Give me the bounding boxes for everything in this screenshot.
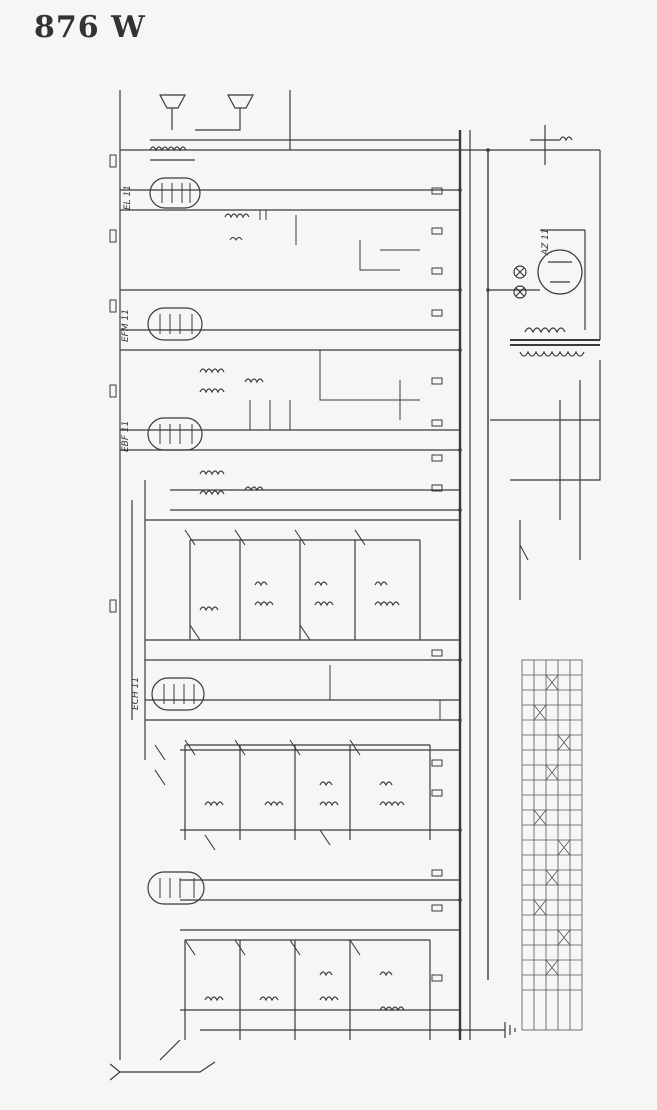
tube-rf <box>147 871 205 905</box>
tube-el11 <box>149 177 201 209</box>
page-title: 876 W <box>34 10 146 45</box>
tube-ech11 <box>151 677 205 711</box>
tube-label-ebf11: EBF 11 <box>121 421 131 452</box>
switch-position-table <box>521 659 583 1031</box>
input-band-coils <box>204 781 405 807</box>
tube-efm11 <box>147 307 203 341</box>
oscillator-band-coils <box>199 581 400 612</box>
coil-group-if2 <box>199 470 264 496</box>
tube-label-ech11: ECH 11 <box>131 677 141 710</box>
tube-az11 <box>537 249 583 295</box>
tube-ebf11 <box>147 417 203 451</box>
tube-label-az11: AZ 11 <box>541 228 551 256</box>
tube-label-el11: EL 11 <box>123 185 133 210</box>
speaker-1 <box>158 94 187 109</box>
preselector-coils <box>204 971 405 1012</box>
antenna-arrow <box>109 1063 121 1081</box>
speaker-2 <box>226 94 255 109</box>
tube-label-efm11: EFM 11 <box>121 309 131 342</box>
passive-components <box>109 154 443 982</box>
coil-group-if1 <box>199 368 264 394</box>
